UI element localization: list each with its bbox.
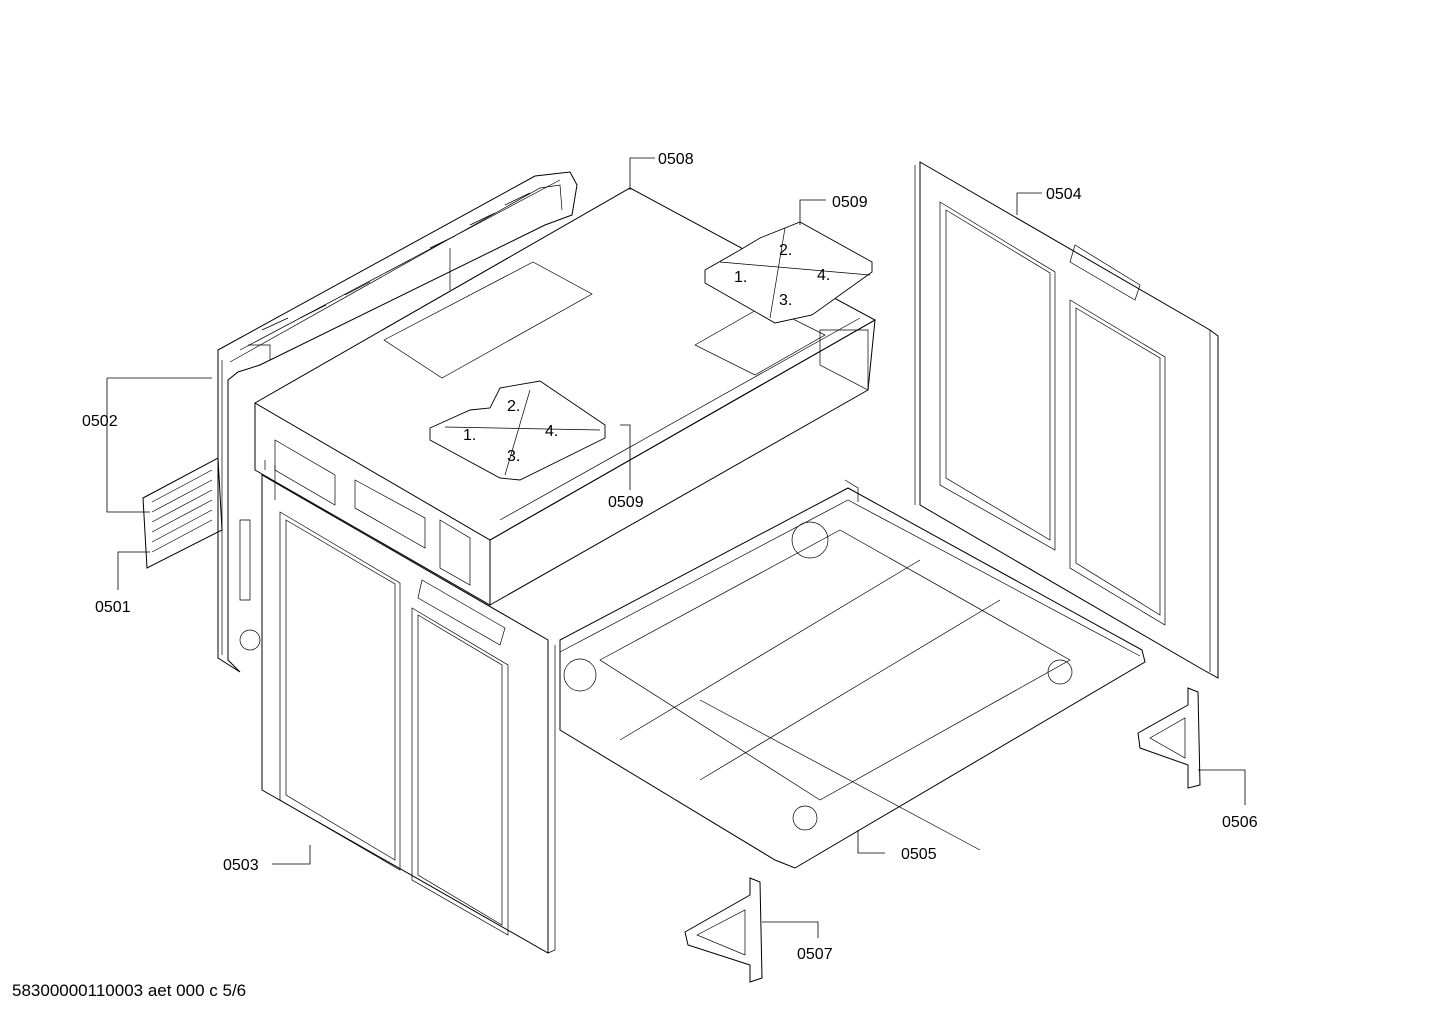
callout-0502: 0502	[82, 413, 118, 430]
pad-upper-step-1: 1.	[734, 269, 747, 286]
part-0502-rear-frame	[217, 171, 578, 673]
part-0508-top-housing	[254, 187, 877, 606]
callout-0504: 0504	[1046, 186, 1082, 203]
part-0506-bracket	[1137, 687, 1201, 789]
callout-0501: 0501	[95, 599, 131, 616]
part-0501-vent-panel	[142, 457, 223, 569]
callout-0506: 0506	[1222, 814, 1258, 831]
pad-upper-step-4: 4.	[817, 267, 830, 284]
pad-lower-step-4: 4.	[545, 423, 558, 440]
callout-0508: 0508	[658, 151, 694, 168]
callout-0503: 0503	[223, 857, 259, 874]
part-0505-bottom-tray	[559, 479, 1146, 869]
pad-lower-step-1: 1.	[463, 427, 476, 444]
part-0504-right-side-panel	[914, 161, 1219, 679]
document-code: 58300000110003 aet 000 c 5/6	[12, 981, 247, 1000]
pad-lower-step-3: 3.	[507, 448, 520, 465]
callout-0507: 0507	[797, 946, 833, 963]
part-0503-left-side-panel	[261, 474, 556, 954]
callout-0509-top: 0509	[832, 194, 868, 211]
leader-lines	[106, 157, 1246, 938]
callout-0509-mid: 0509	[608, 494, 644, 511]
pad-upper-step-2: 2.	[779, 242, 792, 259]
pad-upper-step-3: 3.	[779, 292, 792, 309]
part-0509-lower-pad	[429, 380, 606, 481]
part-0509-upper-pad	[704, 221, 873, 324]
part-0507-bracket	[684, 877, 763, 983]
callout-0505: 0505	[901, 846, 937, 863]
pad-lower-step-2: 2.	[507, 398, 520, 415]
